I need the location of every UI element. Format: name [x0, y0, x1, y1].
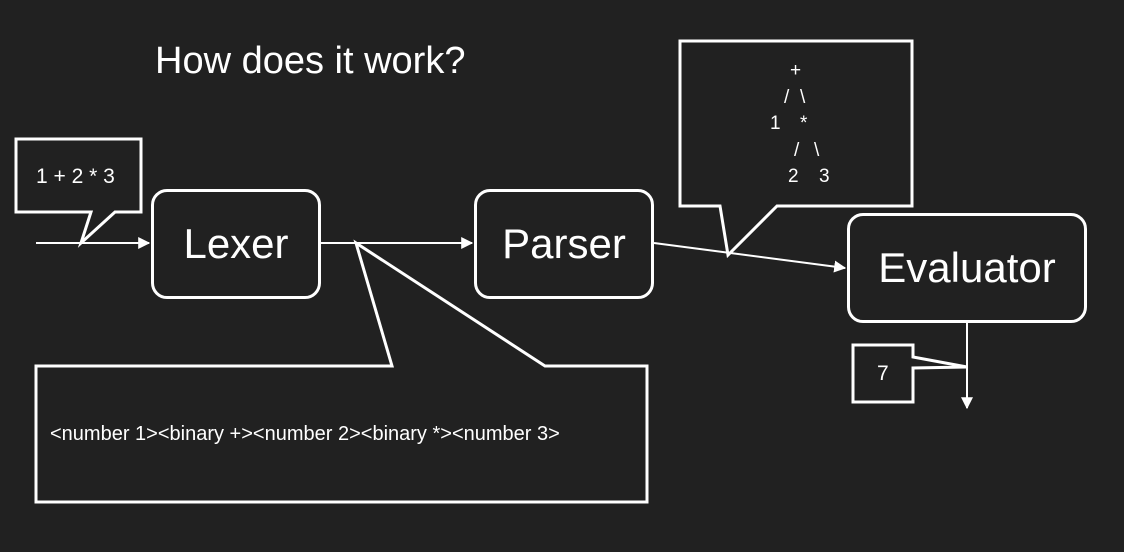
ast-leaf-2: 2: [788, 166, 799, 187]
ast-leaf-1: 1: [770, 113, 781, 134]
ast-row-4: / \: [760, 138, 830, 165]
tokens-callout: [34, 239, 649, 504]
ast-root-right-edge: \: [800, 86, 806, 108]
parser-to-evaluator-arrow: [653, 242, 847, 273]
parser-label: Parser: [502, 220, 626, 267]
lexer-label: Lexer: [183, 220, 289, 267]
result-value: 7: [877, 362, 889, 385]
ast-row-1: +: [760, 58, 830, 85]
token-stream: <number 1><binary +><number 2><binary *>…: [50, 423, 560, 445]
ast-callout: [678, 39, 914, 259]
ast-root-plus: +: [790, 60, 802, 81]
input-callout: [14, 137, 143, 248]
ast-tree: + / \ 1 * / \ 2 3: [760, 58, 830, 191]
evaluator-label: Evaluator: [878, 244, 1056, 291]
parser-box: Parser: [474, 189, 654, 299]
ast-row-2: / \: [760, 85, 830, 112]
page-title: How does it work?: [155, 40, 466, 82]
lexer-box: Lexer: [151, 189, 321, 299]
evaluator-box: Evaluator: [847, 213, 1087, 323]
ast-row-5: 2 3: [760, 164, 830, 191]
ast-leaf-3: 3: [819, 166, 830, 187]
result-callout: [851, 343, 968, 404]
ast-mul: *: [800, 113, 808, 134]
ast-mul-left-edge: /: [794, 139, 800, 161]
input-expression: 1 + 2 * 3: [36, 165, 115, 188]
ast-row-3: 1 *: [760, 111, 830, 138]
ast-mul-right-edge: \: [814, 139, 820, 161]
ast-root-left-edge: /: [784, 86, 790, 108]
